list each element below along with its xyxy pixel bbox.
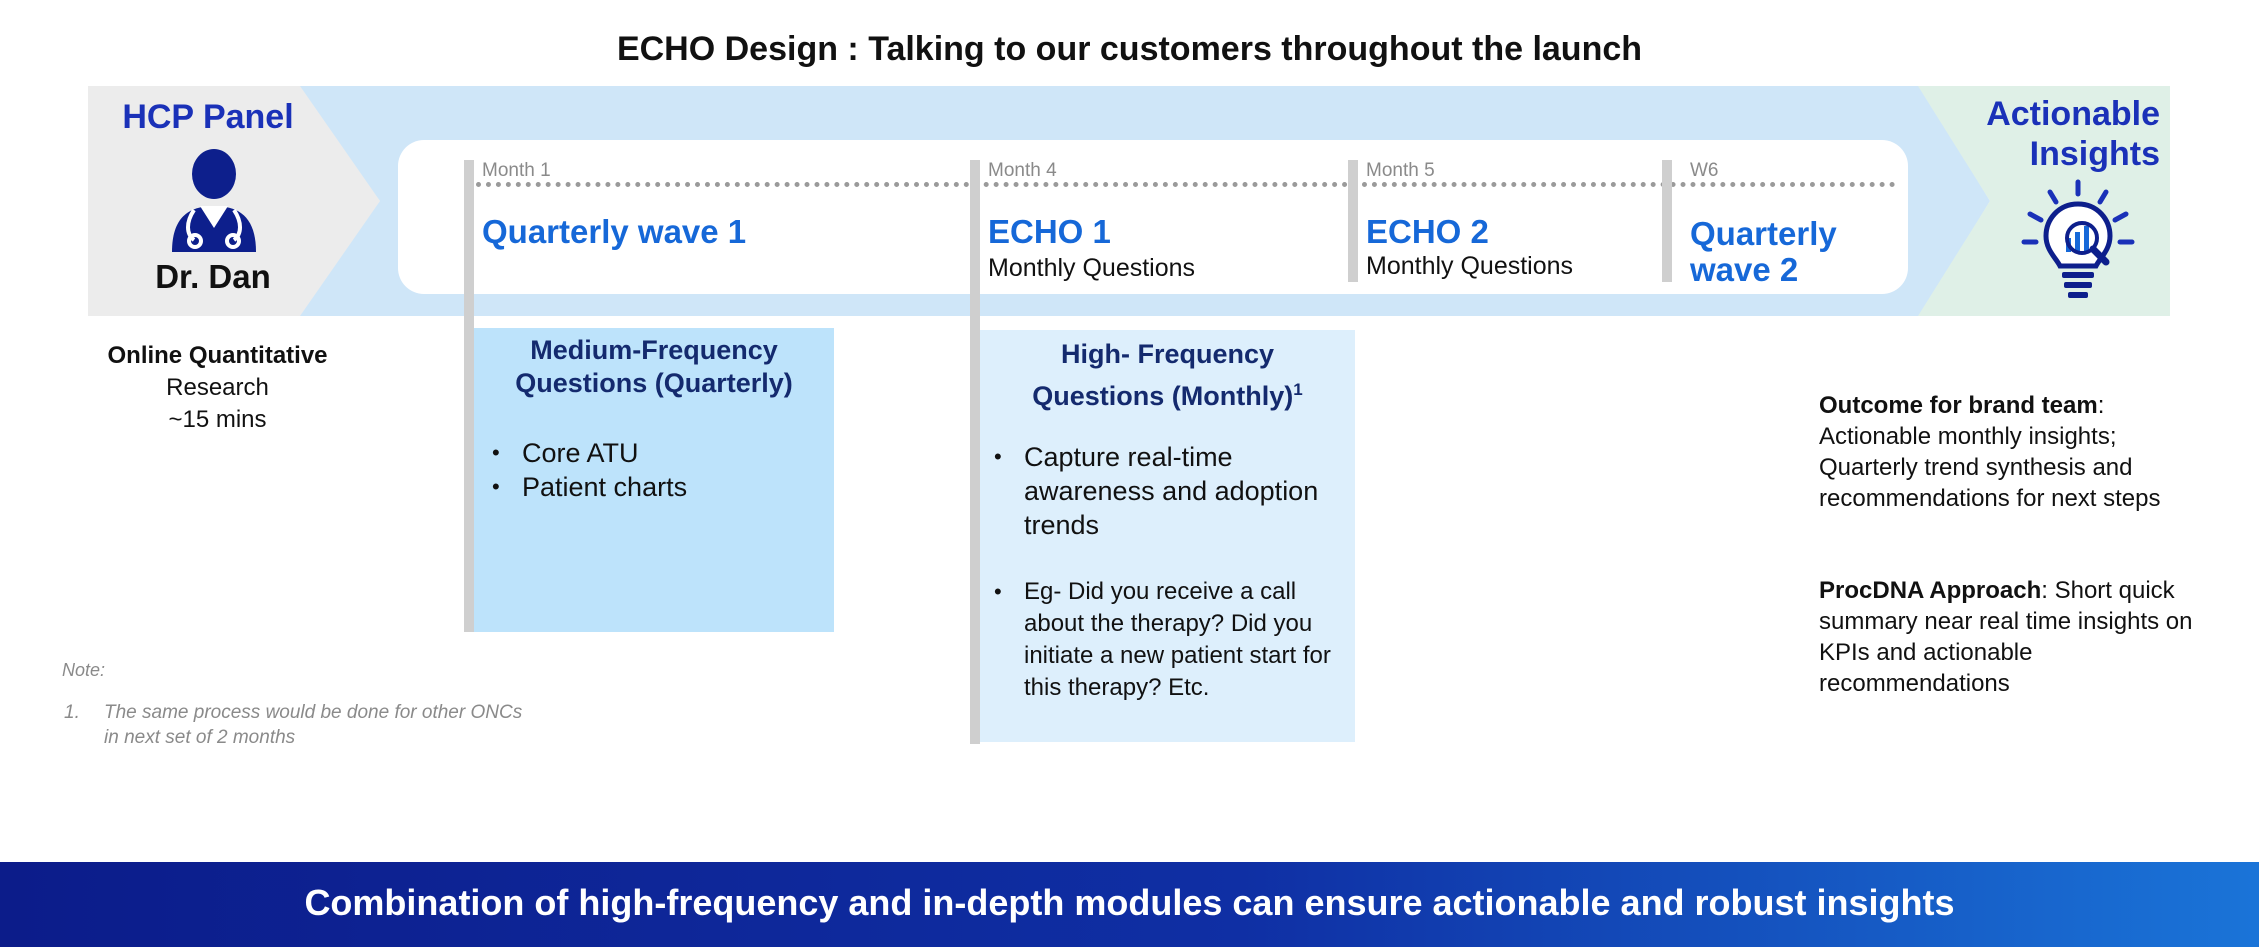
note-label: Note: (62, 660, 106, 680)
list-item: Patient charts (490, 470, 820, 504)
insights-title-line2: Insights (2029, 135, 2160, 173)
list-item: Eg- Did you receive a call about the the… (992, 576, 1347, 704)
approach-text: ProcDNA Approach: Short quick summary ne… (1819, 575, 2199, 699)
footer-text: Combination of high-frequency and in-dep… (304, 882, 1955, 923)
timeline-container (398, 140, 1908, 294)
hcp-panel-title: HCP Panel (122, 98, 294, 136)
timeline-month-label: Month 1 (482, 160, 551, 181)
medium-frequency-title-line1: Medium-Frequency (530, 335, 778, 365)
insights-title-line1: Actionable (1986, 95, 2160, 133)
approach-label: ProcDNA Approach (1819, 577, 2042, 604)
wave-sub-label: Monthly Questions (1366, 252, 1574, 280)
wave-label: ECHO 1 (988, 213, 1111, 250)
wave-label: ECHO 2 (1366, 213, 1489, 250)
research-description: Online Quantitative Research ~15 mins (90, 340, 345, 436)
timeline-marker-month-5 (1348, 160, 1358, 282)
timeline-marker-month-1 (464, 160, 474, 632)
footer-banner (0, 862, 2259, 947)
high-frequency-title-line2: Questions (Monthly) (1032, 381, 1294, 411)
wave-label-line2: wave 2 (1690, 251, 1799, 288)
note-number: 1. (64, 702, 80, 723)
wave-label-line1: Quarterly (1690, 215, 1837, 252)
insights-title: Actionable Insights (1945, 94, 2160, 174)
timeline-month-label: Month 4 (988, 160, 1057, 181)
timeline-month-label: Month 5 (1366, 160, 1435, 181)
research-method: Online Quantitative (107, 342, 328, 369)
medium-frequency-title: Medium-Frequency Questions (Quarterly) (480, 334, 828, 400)
medium-frequency-title-line2: Questions (Quarterly) (515, 368, 793, 398)
note-text: The same process would be done for other… (104, 702, 523, 748)
page-title: ECHO Design : Talking to our customers t… (616, 30, 1643, 68)
timeline-dotted-line (476, 182, 1896, 187)
outcome-body: : Actionable monthly insights; Quarterly… (1819, 392, 2161, 512)
list-item: Capture real-time awareness and adoption… (992, 440, 1347, 542)
timeline-month-label: W6 (1690, 160, 1719, 181)
wave-label: Quarterly wave 1 (482, 213, 747, 250)
medium-frequency-list: Core ATU Patient charts (490, 436, 820, 504)
lightbulb-analytics-icon (2021, 179, 2135, 298)
timeline-marker-w6 (1662, 160, 1672, 282)
high-frequency-title-line1: High- Frequency (1060, 339, 1275, 369)
hcp-name: Dr. Dan (155, 258, 271, 295)
outcome-text: Outcome for brand team: Actionable month… (1819, 390, 2199, 514)
research-duration: ~15 mins (168, 406, 267, 433)
high-frequency-list: Capture real-time awareness and adoption… (992, 440, 1347, 542)
high-frequency-title: High- Frequency Questions (Monthly)1 (985, 336, 1350, 414)
note-item: 1. The same process would be done for ot… (64, 700, 524, 750)
high-frequency-example-list: Eg- Did you receive a call about the the… (992, 576, 1347, 704)
doctor-icon (172, 149, 256, 252)
list-item: Core ATU (490, 436, 820, 470)
approach-body: : Short quick summary near real time ins… (1819, 577, 2193, 697)
outcome-label: Outcome for brand team (1819, 392, 2098, 419)
research-method-line2: Research (166, 374, 269, 401)
footnote-marker: 1 (1293, 380, 1303, 399)
wave-label: Quarterly wave 2 (1690, 216, 1837, 288)
timeline-marker-month-4 (970, 160, 980, 744)
wave-sub-label: Monthly Questions (988, 254, 1196, 282)
